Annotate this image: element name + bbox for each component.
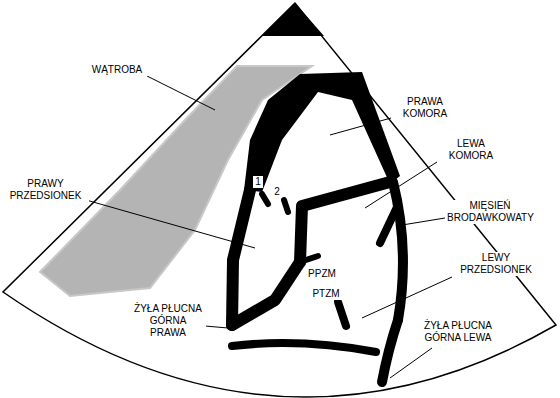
leader-line [86,200,255,248]
organ-label: WĄTROBA [86,64,148,76]
tricuspid-leaflet [262,194,268,204]
posterior-leaflet [338,302,346,326]
part-label: PTZM [310,288,342,300]
callout-number: 1 [253,176,263,188]
part-label: ŻYŁA PŁUCNA GÓRNA LEWA [420,320,496,344]
rv-wall [244,72,400,192]
pulmonary-vein [232,343,376,352]
leader-line [147,76,215,110]
part-label: LEWY PRZEDSIONEK [454,252,538,276]
la-wall [382,320,398,382]
apex-shadow [262,3,324,36]
septum [300,182,390,262]
leader-line [390,348,432,378]
tricuspid-leaflet [284,200,288,212]
part-label: ŻYŁA PŁUCNA GÓRNA PRAWA [130,303,206,339]
ra-floor [232,262,300,325]
part-label: LEWA KOMORA [438,138,504,162]
leader-line [396,218,445,226]
leader-line [205,326,228,328]
leader-line [365,162,437,208]
part-label: PRAWA KOMORA [394,96,456,120]
sector-outline [3,3,556,397]
part-label: MIĘSIEŃ BRODAWKOWATY [446,200,534,224]
ra-wall [232,190,250,325]
leader-line [330,118,391,135]
papillary-muscle [380,205,398,243]
callout-number: 2 [272,186,282,198]
part-label: PPZM [306,268,338,280]
part-label: PRAWY PRZEDSIONEK [2,178,89,202]
leader-line [362,277,452,318]
